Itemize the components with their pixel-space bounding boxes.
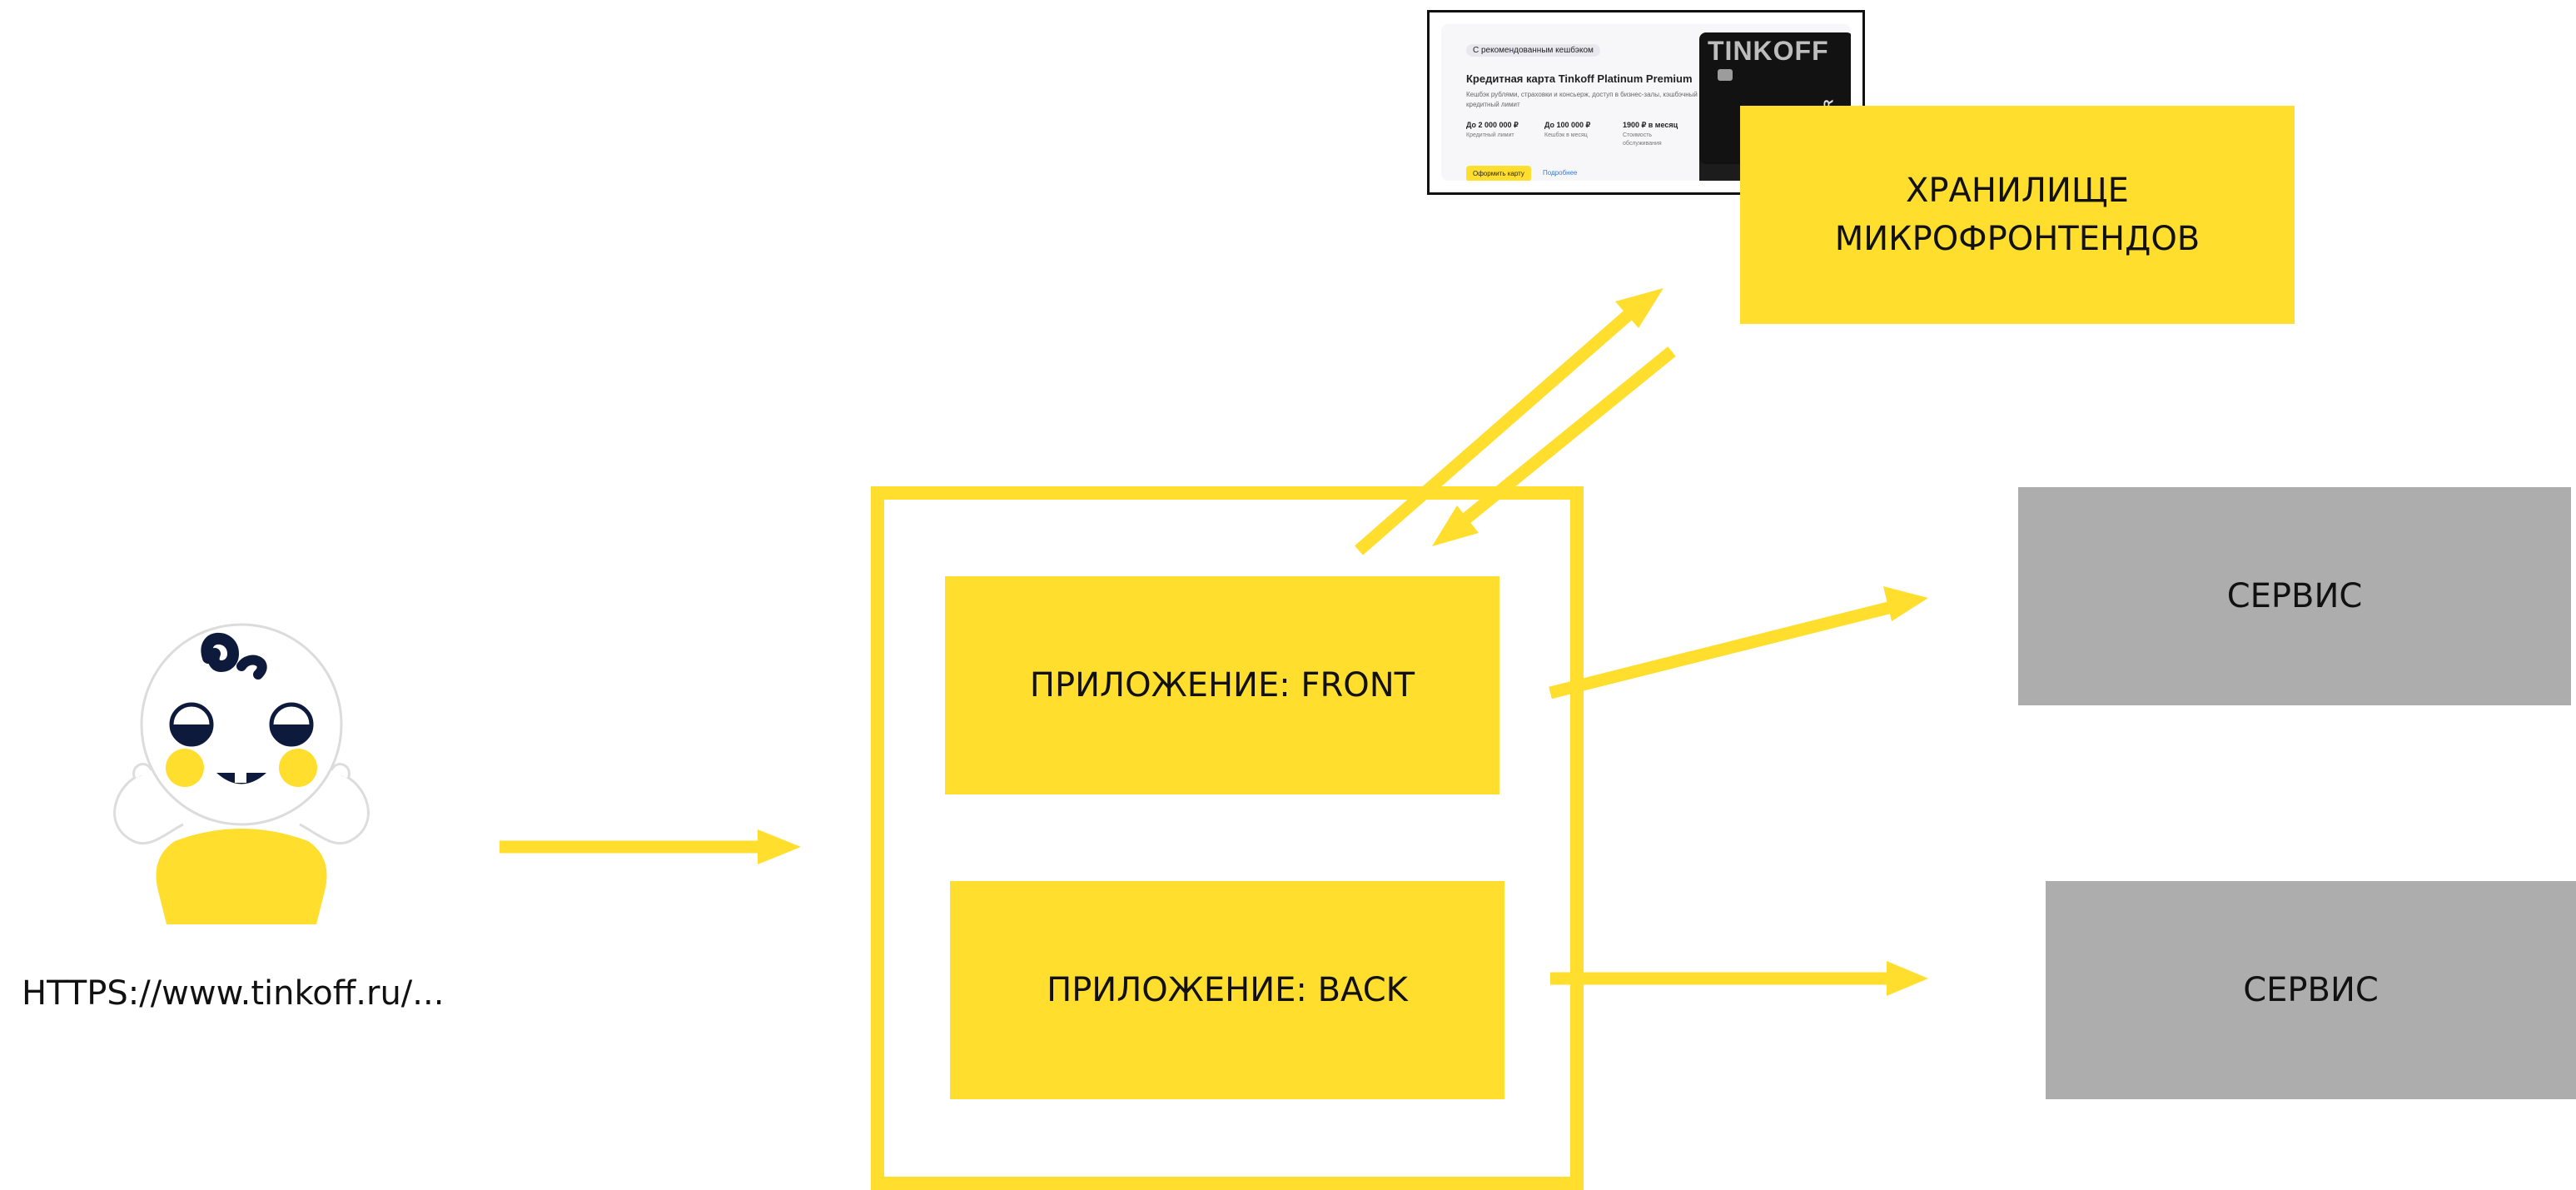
- thumb-more-link[interactable]: Подробнее: [1543, 169, 1578, 177]
- storage-label-line1: ХРАНИЛИЩЕ: [1906, 172, 2129, 210]
- service-box-top: СЕРВИС: [2018, 487, 2571, 705]
- service-top-label: СЕРВИС: [2226, 577, 2363, 615]
- arrow-front-to-service-top: [1549, 586, 1928, 700]
- arrow-storage-to-front: [1432, 346, 1676, 546]
- service-bottom-label: СЕРВИС: [2243, 971, 2379, 1009]
- back-app-label: ПРИЛОЖЕНИЕ: BACK: [1047, 971, 1408, 1009]
- arrow-back-to-service-bottom: [1550, 961, 1928, 996]
- thumb-stat3-value: 1900 ₽ в месяц: [1623, 121, 1678, 129]
- front-app-box: ПРИЛОЖЕНИЕ: FRONT: [945, 576, 1499, 794]
- thumb-stat1-label: Кредитный лимит: [1466, 132, 1514, 138]
- thumb-stat2-value: До 100 000 ₽: [1544, 121, 1591, 129]
- thumb-stat3-label1: Стоимость: [1623, 132, 1653, 138]
- application-frame: [871, 486, 1584, 1190]
- thumb-card-chip: [1718, 69, 1733, 81]
- front-app-label: ПРИЛОЖЕНИЕ: FRONT: [1029, 666, 1415, 705]
- thumb-desc-2: кредитный лимит: [1466, 101, 1520, 108]
- thumb-badge: С рекомендованным кешбэком: [1466, 44, 1600, 57]
- storage-label-line2: МИКРОФРОНТЕНДОВ: [1834, 220, 2201, 258]
- thumb-desc-1: Кешбэк рублями, страховки и консьерж, до…: [1466, 91, 1698, 98]
- thumb-stat1-value: До 2 000 000 ₽: [1466, 121, 1519, 129]
- url-label: HTTPS://www.tinkoff.ru/...: [22, 974, 445, 1013]
- thumb-apply-button[interactable]: Оформить карту: [1466, 166, 1531, 181]
- baby-mascot-icon: [113, 623, 370, 924]
- service-box-bottom: СЕРВИС: [2046, 881, 2576, 1099]
- arrow-user-to-app: [500, 829, 801, 864]
- thumb-title: Кредитная карта Tinkoff Platinum Premium: [1466, 72, 1693, 85]
- thumb-stat3-label2: обслуживания: [1623, 141, 1662, 147]
- back-app-box: ПРИЛОЖЕНИЕ: BACK: [950, 881, 1504, 1099]
- thumb-card-brand: TINKOFF: [1708, 36, 1829, 66]
- thumb-stat2-label: Кешбэк в месяц: [1544, 132, 1588, 138]
- arrow-front-to-storage: [1355, 288, 1663, 555]
- microfrontend-storage-box: ХРАНИЛИЩЕ МИКРОФРОНТЕНДОВ: [1740, 106, 2295, 324]
